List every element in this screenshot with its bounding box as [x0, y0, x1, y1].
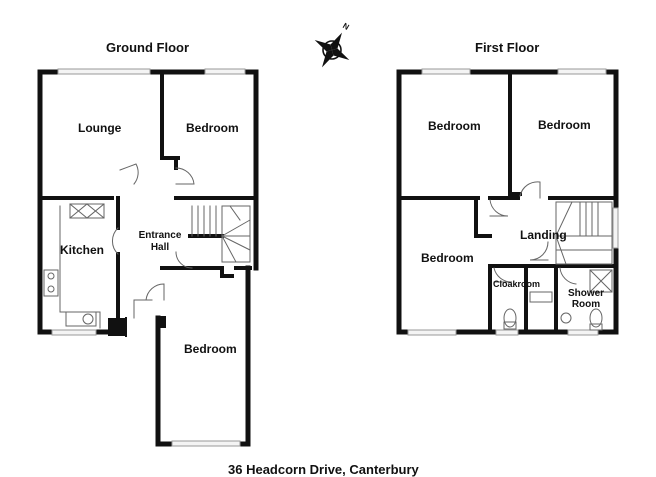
first-outer-walls: [396, 69, 619, 335]
room-label-landing: Landing: [520, 228, 567, 242]
room-label-ground-bedroom-rear: Bedroom: [184, 342, 237, 356]
room-label-entrance-hall: Entrance Hall: [138, 230, 182, 253]
address-caption: 36 Headcorn Drive, Canterbury: [228, 462, 419, 477]
ground-windows: [51, 68, 246, 447]
kitchen-fittings: [43, 203, 105, 329]
room-label-first-bedroom-left: Bedroom: [428, 119, 481, 133]
ground-floor-title: Ground Floor: [106, 40, 190, 55]
sanitary-fittings: [503, 269, 613, 331]
room-label-lounge: Lounge: [78, 121, 122, 135]
entrance-porch: [108, 316, 166, 337]
room-label-first-bedroom-lower: Bedroom: [421, 251, 474, 265]
first-floor-plan: [396, 68, 619, 336]
compass-rose-icon: [314, 32, 350, 68]
ground-internal-walls: [42, 72, 258, 320]
first-door-swings: [489, 181, 577, 285]
room-label-shower-room: Shower Room: [567, 288, 605, 310]
first-windows: [407, 68, 619, 336]
ground-floor-plan: [37, 68, 259, 447]
room-label-ground-bedroom-front: Bedroom: [186, 121, 239, 135]
ground-staircase: [191, 205, 251, 263]
room-label-first-bedroom-right: Bedroom: [538, 118, 591, 132]
first-floor-title: First Floor: [475, 40, 540, 55]
ground-door-swings: [112, 163, 195, 319]
first-internal-walls: [399, 72, 616, 332]
room-label-cloakroom: Cloakroom: [493, 279, 541, 289]
first-staircase: [555, 201, 613, 265]
room-label-kitchen: Kitchen: [60, 243, 105, 257]
